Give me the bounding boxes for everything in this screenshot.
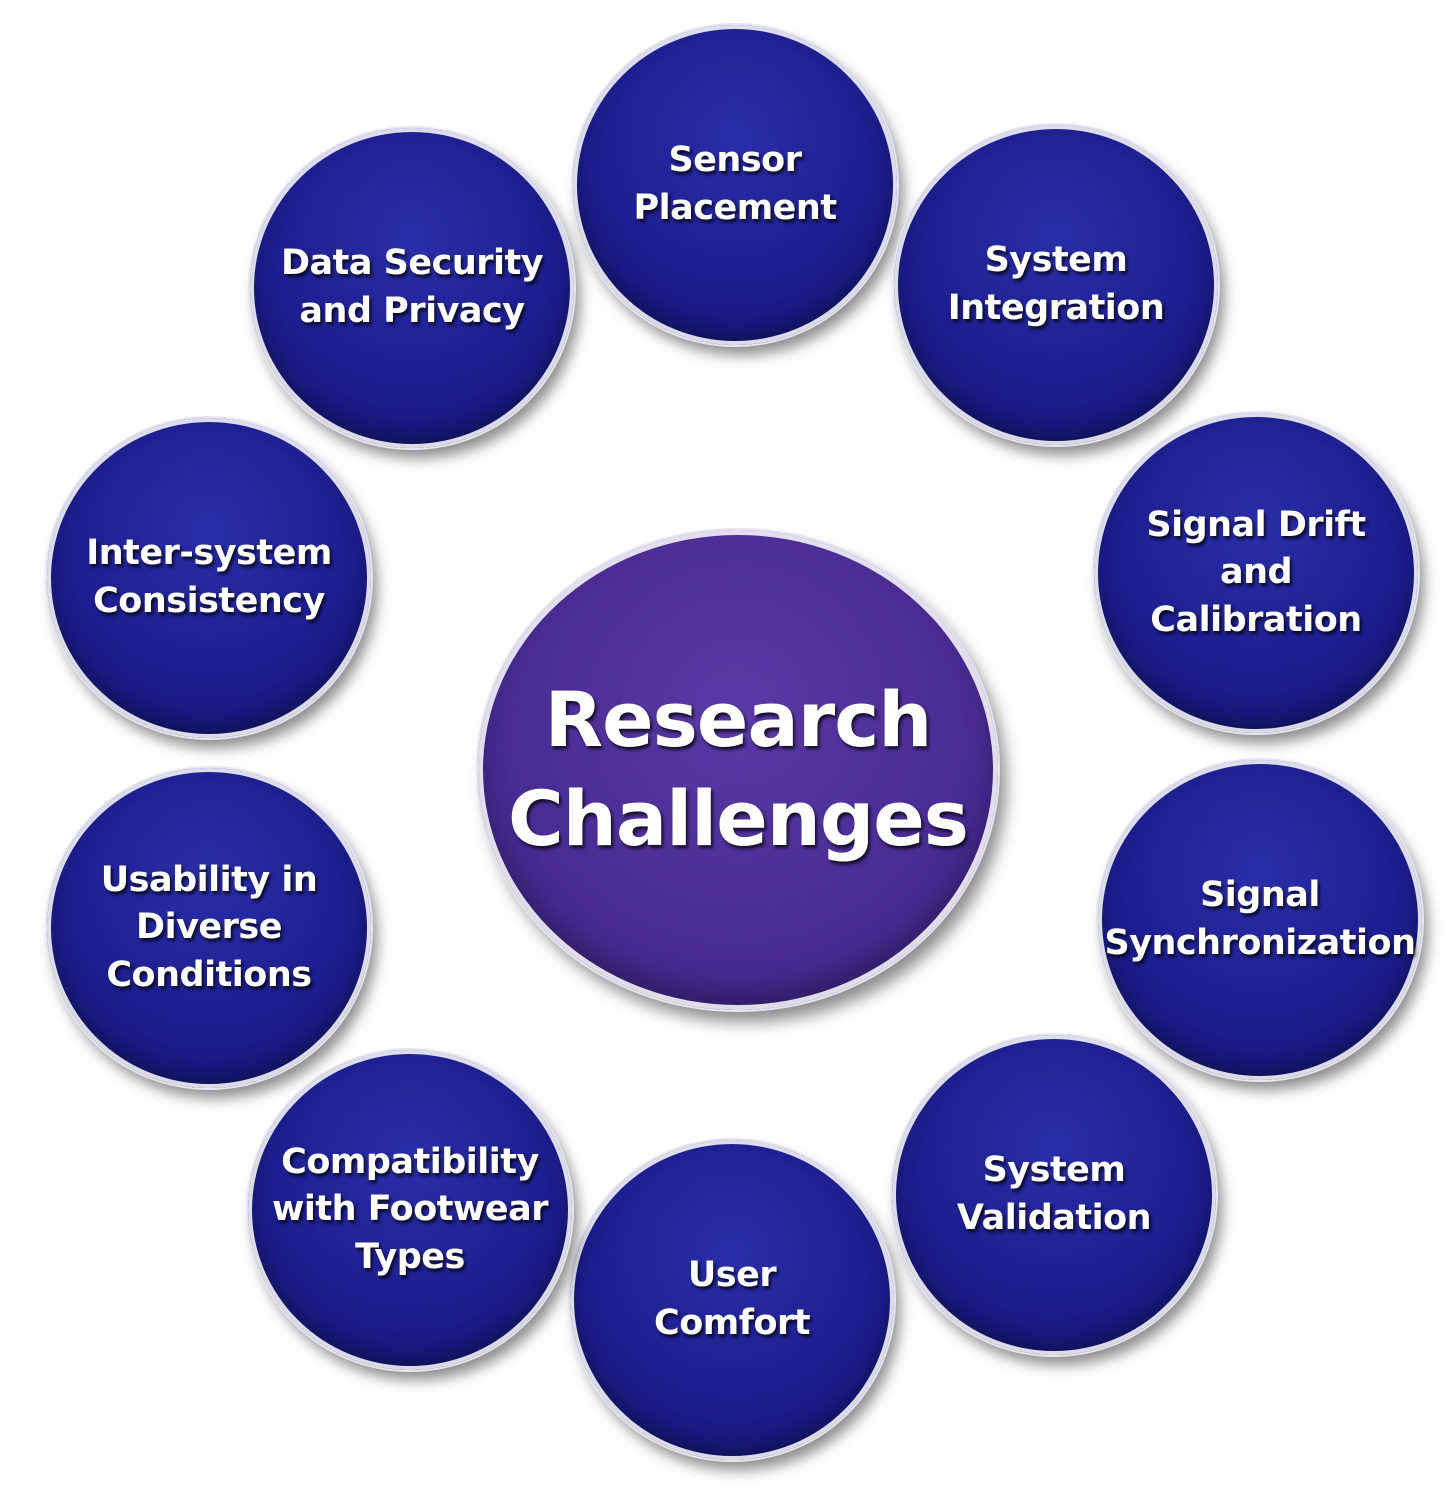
node-label: Signal Synchronization (1104, 875, 1416, 963)
node-compatibility-footwear: Compatibility with Footwear Types (248, 1050, 572, 1370)
node-usability-diverse-conditions: Usability in Diverse Conditions (47, 768, 371, 1088)
node-system-validation: System Validation (892, 1035, 1216, 1355)
node-user-comfort: User Comfort (570, 1140, 894, 1460)
node-label: System Validation (956, 1150, 1152, 1238)
node-label: Signal Drift and Calibration (1146, 504, 1366, 640)
node-label: System Integration (947, 240, 1165, 328)
node-system-integration: System Integration (894, 125, 1218, 445)
node-signal-drift-calibration: Signal Drift and Calibration (1094, 413, 1418, 733)
center-label: Research Challenges (507, 675, 969, 863)
node-label: Compatibility with Footwear Types (272, 1141, 548, 1277)
node-data-security-privacy: Data Security and Privacy (250, 128, 574, 448)
node-signal-synchronization: Signal Synchronization (1098, 760, 1422, 1080)
node-label: Sensor Placement (633, 140, 837, 228)
center-node-research-challenges: Research Challenges (478, 530, 998, 1010)
node-label: User Comfort (654, 1255, 810, 1343)
node-label: Data Security and Privacy (280, 243, 544, 331)
node-label: Usability in Diverse Conditions (100, 859, 318, 995)
node-label: Inter-system Consistency (86, 533, 332, 621)
node-inter-system-consistency: Inter-system Consistency (47, 418, 371, 738)
node-sensor-placement: Sensor Placement (573, 25, 897, 345)
